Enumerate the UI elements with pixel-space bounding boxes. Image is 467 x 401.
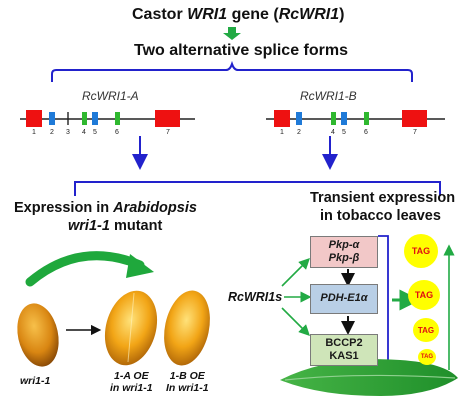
- left-heading-line2: wri1-1 mutant: [68, 218, 163, 234]
- exon-number: 7: [166, 129, 170, 136]
- tag-droplet-3: TAG: [413, 318, 439, 342]
- exon-number: 5: [93, 129, 97, 136]
- exon-number: 4: [331, 129, 335, 136]
- gene-model-a: [20, 110, 195, 127]
- exon-number: 1: [280, 129, 284, 136]
- exon-number: 7: [413, 129, 417, 136]
- tobacco-leaf: [280, 359, 458, 396]
- left-heading-line1: Expression in Arabidopsis: [14, 200, 197, 216]
- splice-label-a: RcWRI1-A: [82, 89, 139, 103]
- tag-droplet-1: TAG: [404, 234, 438, 268]
- box-pkp: Pkp-α Pkp-β: [310, 236, 378, 268]
- panel-bracket: [74, 181, 441, 196]
- seed-caption-wri1: wri1-1: [20, 375, 51, 387]
- exon-number: 1: [32, 129, 36, 136]
- subtitle: Two alternative splice forms: [134, 42, 348, 59]
- seed-caption-1a: 1-A OE in wri1-1: [110, 370, 153, 395]
- seed-wri1-1: [17, 303, 59, 367]
- page-title: Castor WRI1 gene (RcWRI1): [132, 6, 345, 23]
- seed-1b-oe: [164, 290, 210, 366]
- pathway-bracket: [378, 235, 389, 367]
- curved-arrow-icon: [25, 251, 145, 287]
- splice-label-b: RcWRI1-B: [300, 89, 357, 103]
- splice-bracket: [51, 60, 413, 82]
- exon-number: 2: [297, 129, 301, 136]
- down-arrow-icon: [223, 27, 241, 40]
- exon-number: 6: [364, 129, 368, 136]
- box-pdh: PDH-E1α: [310, 284, 378, 314]
- exon-number: 4: [82, 129, 86, 136]
- right-heading-line1: Transient expression: [310, 190, 456, 206]
- gene-model-b: [266, 110, 445, 127]
- exon-number: 3: [66, 129, 70, 136]
- seed-caption-1b: 1-B OE In wri1-1: [166, 370, 209, 395]
- source-gene-label: RcWRI1s: [228, 290, 283, 304]
- tag-droplet-4: TAG: [418, 349, 436, 365]
- tag-droplet-2: TAG: [408, 280, 440, 310]
- exon-number: 5: [342, 129, 346, 136]
- box-bccp2-kas1: BCCP2 KAS1: [310, 334, 378, 366]
- exon-number: 2: [50, 129, 54, 136]
- right-heading-line2: in tobacco leaves: [320, 208, 441, 224]
- exon-number: 6: [115, 129, 119, 136]
